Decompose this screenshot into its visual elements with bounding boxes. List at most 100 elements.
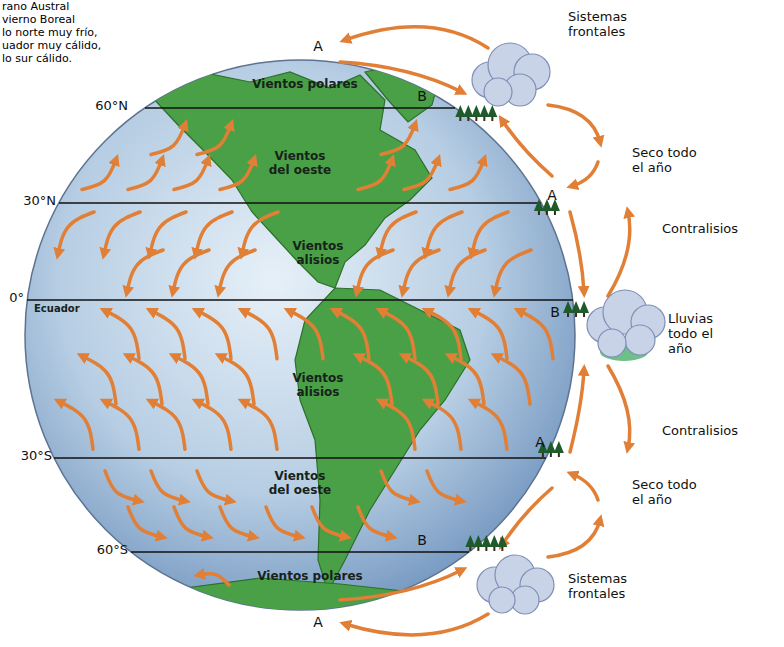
wind-arrow [82,356,116,404]
wind-arrow [289,311,323,359]
wind-arrow [450,356,484,404]
wind-arrow [128,356,162,404]
tree-symbol [497,535,507,551]
wind-arrow [58,212,94,254]
climate-label: Lluvias todo el año [668,312,720,357]
note-text: lo sur cálido. [2,53,72,66]
wind-arrow [450,160,484,190]
cell-arrow [608,212,630,296]
wind-arrow [358,160,392,190]
wind-arrow [82,160,116,190]
tree-symbol [473,535,483,551]
wind-arrow [381,401,415,449]
wind-arrow [380,212,416,254]
wind-arrow [150,212,186,254]
wind-arrow [197,311,231,359]
latitude-line [59,202,541,203]
note-text: vierno Boreal [2,14,75,27]
cell-arrow [345,27,488,48]
wind-arrow [197,471,231,501]
latitude-line [145,107,455,108]
cloud [472,43,550,106]
wind-arrow [174,356,208,404]
climate-label: Sistemas frontales [568,572,648,602]
pressure-letter: A [313,38,323,54]
pressure-letter: B [550,304,560,320]
pressure-letter: A [313,614,323,630]
tree-symbol [554,441,564,457]
cell-arrow [548,520,600,557]
cell-arrow [570,370,584,452]
tree-crown [563,301,573,313]
tree-crown [479,105,489,117]
globe [25,60,575,610]
wind-arrow [357,250,393,292]
wind-arrow [173,250,209,292]
wind-arrow [220,507,254,537]
tree-crown [571,301,581,313]
wind-arrow [174,160,208,190]
tree-symbol [563,301,573,317]
pressure-letter: A [535,434,545,450]
cloud [587,290,665,361]
climate-label: Seco todo el año [632,478,710,508]
tree-crown [546,441,556,453]
wind-arrow [243,311,277,359]
wind-label: Vientos del oeste [267,470,333,498]
wind-arrow [403,250,439,292]
wind-arrow [220,160,254,190]
latitude-label: 60°N [95,99,128,114]
pressure-letter: B [417,88,427,104]
wind-label: Vientos del oeste [267,150,333,178]
tree-crown [487,105,497,117]
wind-arrow [426,212,462,254]
tree-symbol [546,441,556,457]
wind-arrow [472,212,508,254]
tree-symbol [463,105,473,121]
tree-crown [481,535,491,547]
equator-label: Ecuador [34,303,80,315]
tree-crown [455,105,465,117]
wind-arrow [105,401,139,449]
wind-arrow [381,125,415,155]
tree-crown [579,301,589,313]
wind-arrow [151,125,185,155]
pressure-letter: A [547,187,557,203]
note-text: rano Austral [2,1,69,14]
wind-label: Vientos polares [252,78,357,92]
cell-arrow [572,162,598,186]
climate-label: Sistemas frontales [568,10,648,40]
wind-arrow [151,401,185,449]
tree-symbol [534,199,544,215]
wind-label: Vientos alisios [288,372,348,400]
latitude-line [131,551,469,552]
vegetation [455,105,589,551]
wind-arrow [427,471,461,501]
tree-symbol [455,105,465,121]
wind-arrow [219,250,255,292]
wind-arrow [128,160,162,190]
cell-arrow [502,120,552,176]
tree-crown [554,441,564,453]
wind-arrow [519,311,553,359]
wind-arrow [197,401,231,449]
tree-symbol [479,105,489,121]
wind-arrow [404,356,438,404]
wind-arrow [335,311,369,359]
latitude-label: 0° [9,291,24,306]
tree-crown [463,105,473,117]
note-text: lo norte muy frío, [2,27,97,40]
wind-arrow [59,401,93,449]
wind-arrow [427,401,461,449]
tree-crown [489,535,499,547]
wind-arrow [495,250,531,292]
cell-arrow [340,62,462,92]
wind-arrow [473,311,507,359]
wind-arrow [358,507,392,537]
tree-crown [465,535,475,547]
tree-crown [473,535,483,547]
tree-symbol [571,301,581,317]
wind-arrow [312,507,346,537]
wind-arrow [266,507,300,537]
wind-arrow [220,356,254,404]
